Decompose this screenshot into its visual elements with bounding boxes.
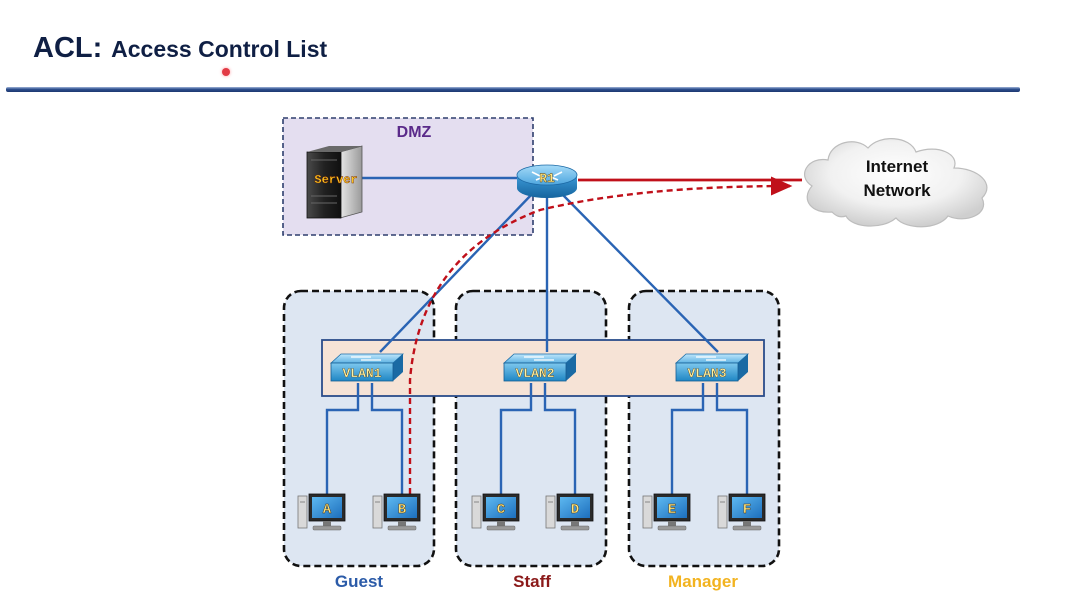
switch-vlan3-icon: VLAN3 bbox=[674, 353, 750, 382]
switch-vlan2-icon: VLAN2 bbox=[502, 353, 578, 382]
link-vlan1-b bbox=[370, 383, 404, 496]
router-icon: R1 bbox=[516, 164, 578, 198]
pc-label-f: F bbox=[743, 502, 751, 518]
cloud-label-line1: Internet bbox=[866, 157, 929, 176]
link-vlan2-c bbox=[499, 383, 533, 496]
pc-label-d: D bbox=[571, 502, 579, 518]
link-vlan3-f bbox=[715, 383, 749, 496]
pc-label-e: E bbox=[668, 502, 676, 518]
link-r1-vlan3 bbox=[560, 192, 719, 353]
pointer-dot bbox=[222, 68, 230, 76]
internet-cloud-icon: Internet Network bbox=[804, 138, 988, 228]
pc-a-icon: A bbox=[297, 493, 346, 531]
manager-label: Manager bbox=[668, 572, 738, 591]
link-vlan2-d bbox=[543, 383, 577, 496]
traffic-path-b-to-internet bbox=[408, 176, 793, 494]
pc-b-icon: B bbox=[372, 493, 421, 531]
title-divider bbox=[6, 87, 1020, 92]
server-label: Server bbox=[314, 173, 357, 187]
switch-label-vlan1: VLAN1 bbox=[342, 366, 381, 381]
router-label: R1 bbox=[539, 171, 555, 186]
pc-c-icon: C bbox=[471, 493, 520, 531]
guest-label: Guest bbox=[335, 572, 384, 591]
staff-label: Staff bbox=[513, 572, 551, 591]
link-vlan1-a bbox=[325, 383, 360, 496]
pc-label-b: B bbox=[398, 502, 407, 518]
network-links bbox=[325, 176, 749, 496]
switch-label-vlan3: VLAN3 bbox=[687, 366, 726, 381]
switch-label-vlan2: VLAN2 bbox=[515, 366, 554, 381]
link-vlan3-e bbox=[670, 383, 705, 496]
pc-e-icon: E bbox=[642, 493, 691, 531]
pc-label-a: A bbox=[323, 502, 332, 518]
pc-label-c: C bbox=[497, 502, 506, 518]
switch-vlan1-icon: VLAN1 bbox=[329, 353, 405, 382]
pc-f-icon: F bbox=[717, 493, 766, 531]
title-text: Access Control List bbox=[111, 36, 328, 62]
link-r1-vlan1 bbox=[379, 192, 534, 353]
server-icon: Server bbox=[306, 145, 363, 219]
title-prefix: ACL: bbox=[33, 32, 103, 64]
cloud-label-line2: Network bbox=[863, 181, 931, 200]
dmz-label: DMZ bbox=[397, 124, 432, 141]
slide-title: ACL: Access Control List bbox=[33, 28, 327, 65]
pc-d-icon: D bbox=[545, 493, 594, 531]
